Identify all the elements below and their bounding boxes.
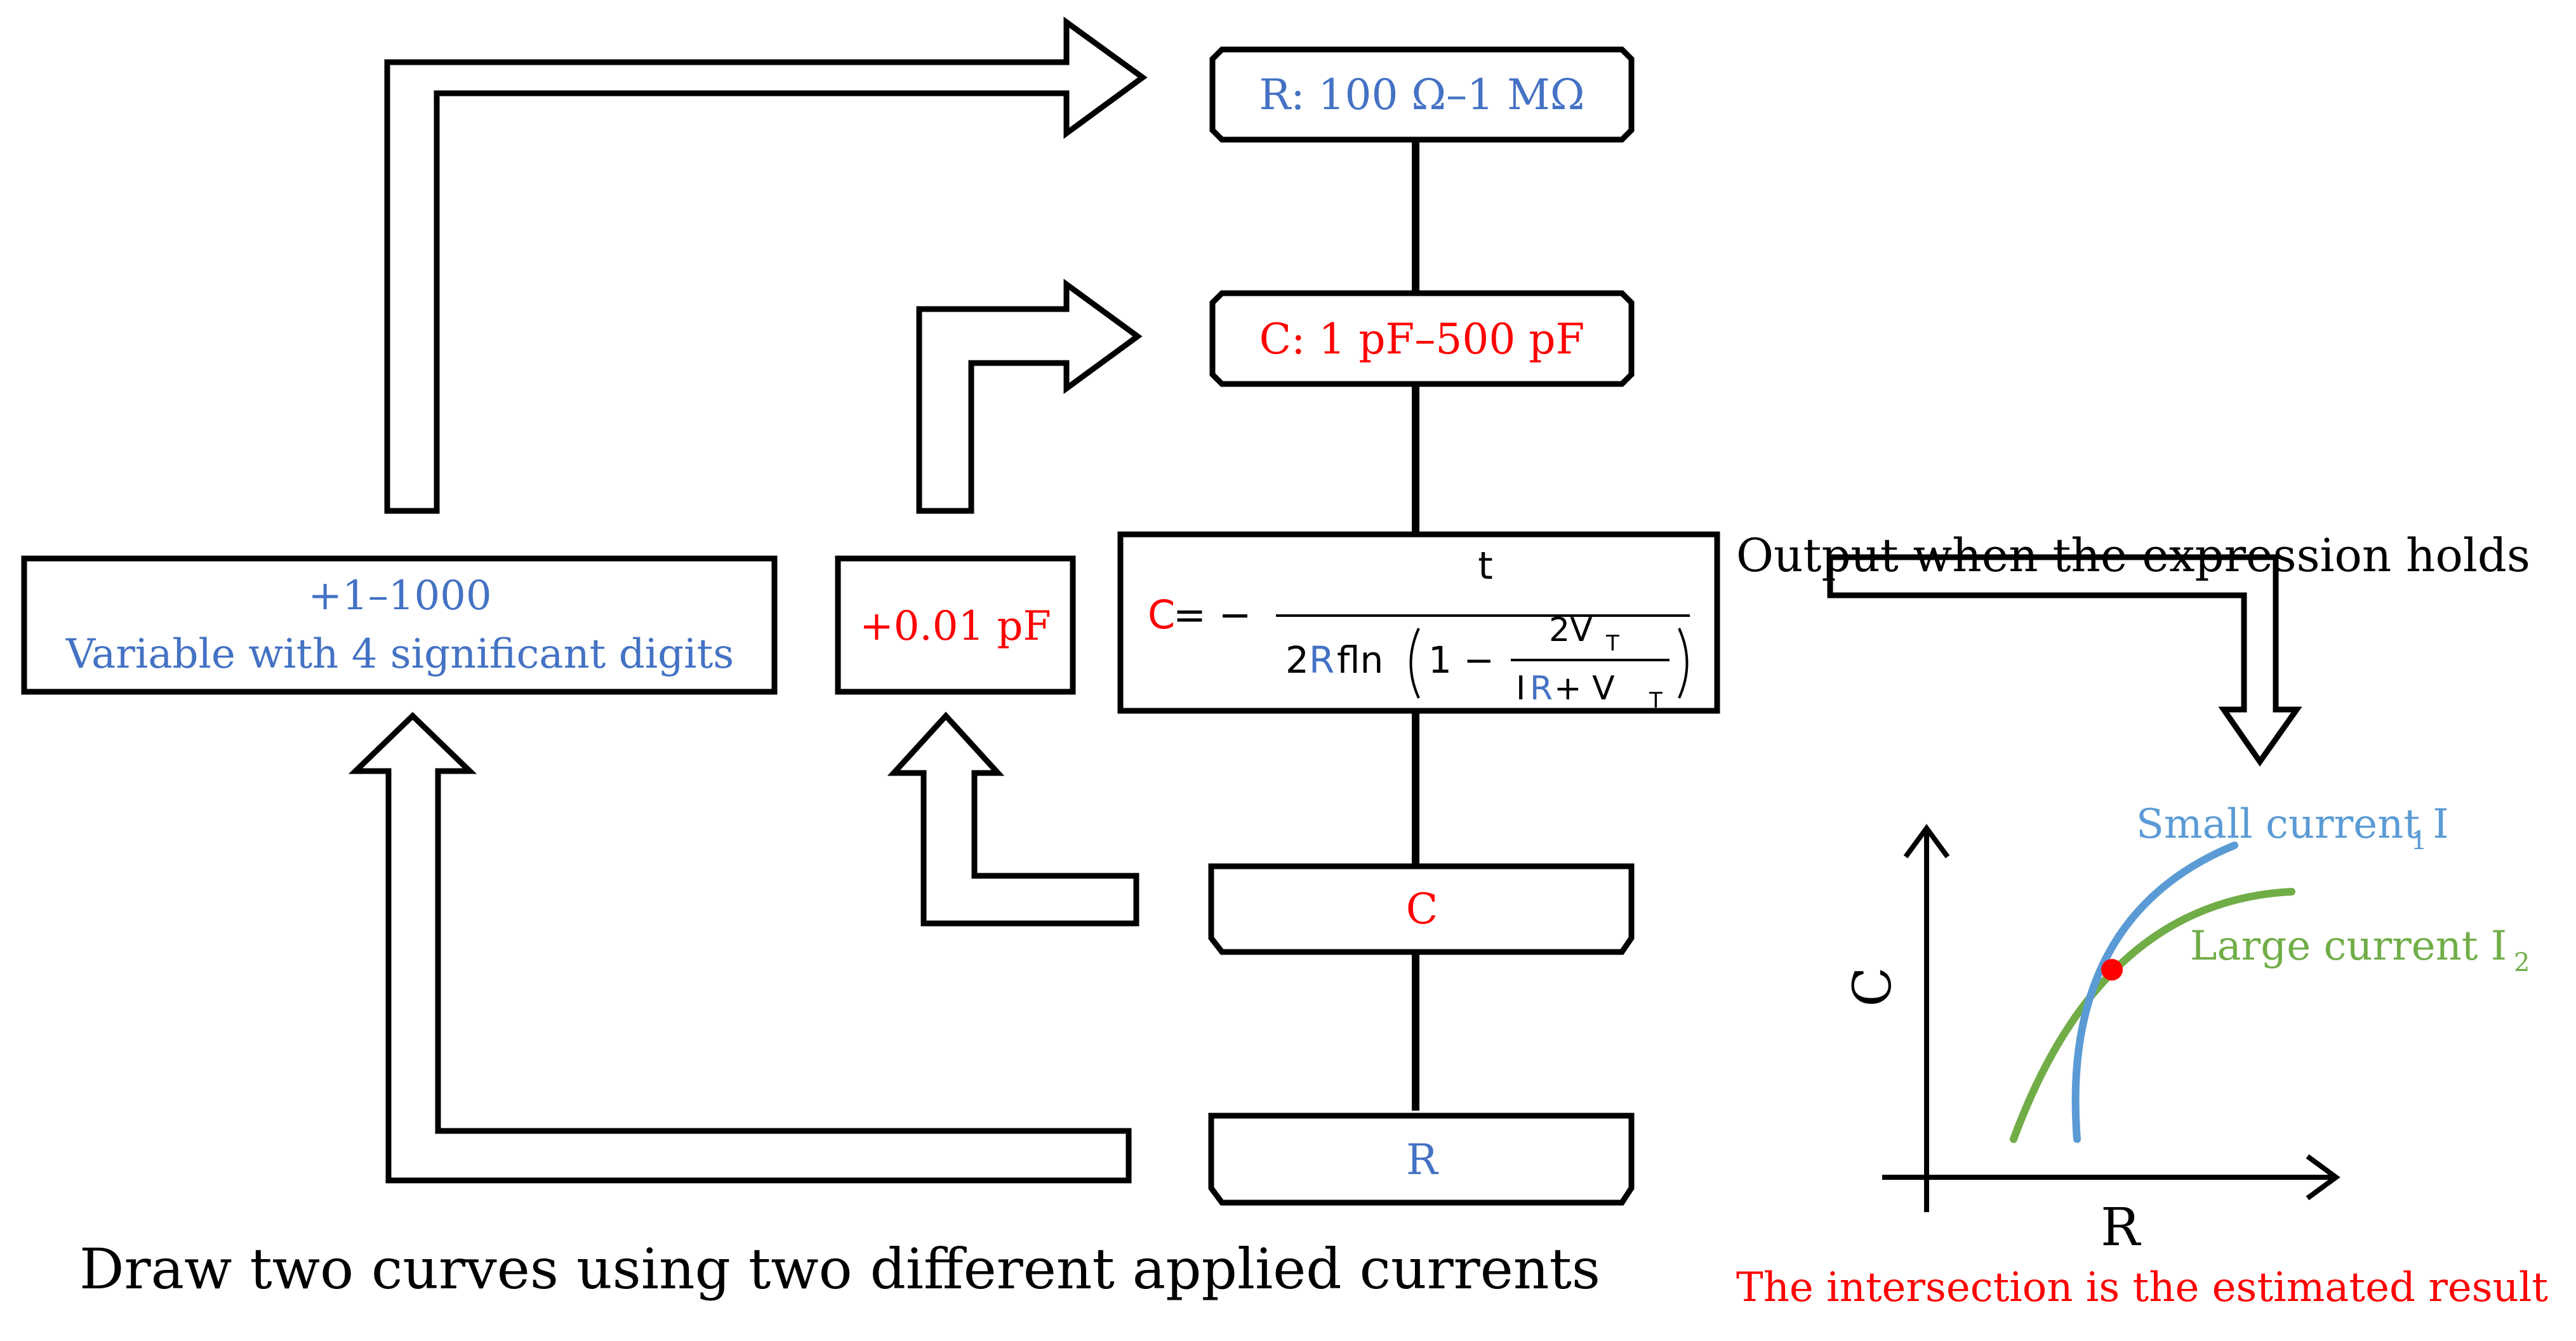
formula-numerator: t — [1478, 544, 1493, 588]
formula-den-r: R — [1309, 638, 1334, 682]
formula-den-fln: fln — [1337, 638, 1383, 682]
intersection-note: The intersection is the estimated result — [1736, 1264, 2548, 1311]
small-current-label: Small current I — [2136, 801, 2449, 848]
y-axis-arrow — [1903, 824, 1950, 859]
y-axis-label: C — [1843, 967, 1903, 1007]
block-arrow-output — [1827, 554, 2302, 767]
r-range-label: R: 100 Ω–1 MΩ — [1259, 70, 1585, 119]
r-node-box — [1208, 1113, 1635, 1206]
x-axis-label: R — [2101, 1198, 2141, 1258]
formula: C = − t 2 R fln 1 − 2V T I R + V T — [1148, 544, 1690, 713]
draw-note: Draw two curves using two different appl… — [79, 1236, 1600, 1302]
c-node-label: C — [1406, 885, 1438, 934]
c-range-box — [1209, 290, 1635, 387]
c-node-box — [1208, 863, 1635, 955]
formula-inner-den-sub: T — [1649, 688, 1663, 713]
formula-inner-den-r: R — [1530, 670, 1553, 708]
c-step-box — [835, 555, 1076, 695]
x-axis-arrow — [2306, 1154, 2340, 1201]
small-current-curve — [2071, 842, 2238, 1143]
r-range-box — [1209, 46, 1635, 143]
large-current-curve — [2010, 888, 2295, 1143]
c-range-label: C: 1 pF–500 pF — [1259, 315, 1585, 364]
intersection-point — [2101, 959, 2123, 981]
block-arrow-r-return — [348, 711, 1132, 1184]
formula-inner-den-i: I — [1516, 670, 1525, 708]
c-step-label: +0.01 pF — [860, 603, 1051, 650]
block-arrow-c-return — [887, 711, 1139, 927]
formula-left-paren — [1409, 628, 1420, 699]
large-current-label: Large current I — [2190, 923, 2507, 970]
formula-one-minus: 1 − — [1428, 638, 1494, 682]
formula-box — [1117, 531, 1720, 714]
formula-inner-den-plus: + V — [1554, 670, 1615, 708]
block-arrow-r-up — [384, 17, 1148, 514]
output-note: Output when the expression holds — [1736, 529, 2530, 582]
large-current-subscript: 2 — [2514, 948, 2530, 977]
result-graph: C R Small current I 1 Large current I 2 — [1843, 801, 2530, 1258]
r-variable-box — [21, 555, 778, 695]
r-node-label: R — [1406, 1135, 1439, 1184]
formula-inner-num: 2V — [1549, 611, 1593, 649]
formula-lhs: C — [1148, 591, 1175, 638]
block-arrow-c-up — [916, 279, 1143, 514]
small-current-subscript: 1 — [2411, 826, 2427, 855]
r-variable-line1: +1–1000 — [308, 572, 491, 619]
formula-den-2: 2 — [1285, 638, 1309, 682]
formula-inner-num-sub: T — [1605, 631, 1619, 656]
formula-equals: = − — [1173, 591, 1252, 638]
r-variable-line2: Variable with 4 significant digits — [65, 631, 734, 678]
formula-right-paren — [1678, 628, 1689, 699]
